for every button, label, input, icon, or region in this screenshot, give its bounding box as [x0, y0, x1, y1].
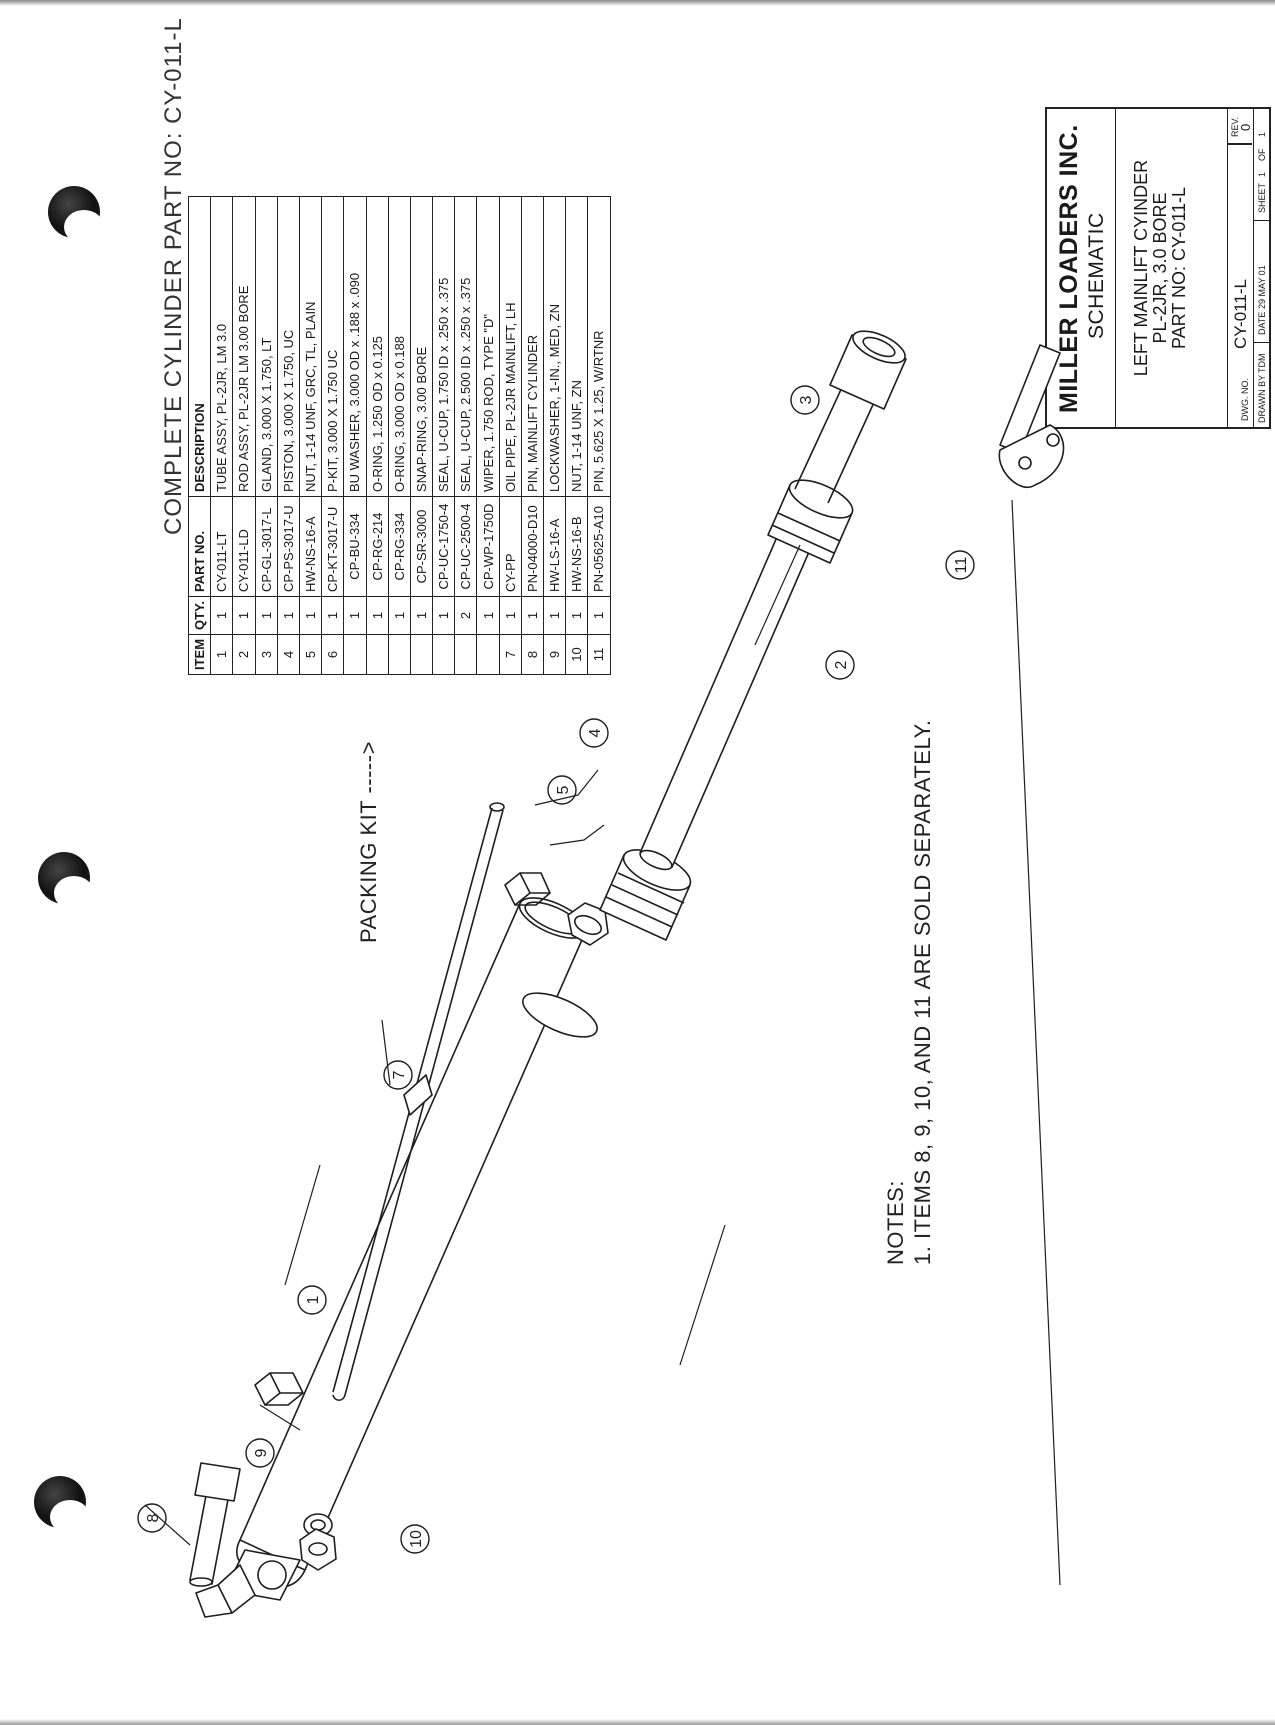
scan-edge-top [0, 0, 1275, 6]
mainlift-pin [189, 1462, 241, 1587]
svg-text:3: 3 [798, 395, 815, 404]
oil-pipe [332, 802, 505, 1402]
piston [599, 849, 692, 941]
base-clevis [195, 1549, 301, 1618]
piston-nut [567, 902, 609, 946]
balloon-item-3: 3 [790, 385, 820, 415]
rod-end-port-fitting [504, 872, 551, 906]
svg-text:9: 9 [253, 1448, 270, 1457]
cap-ring [522, 992, 598, 1038]
balloon-item-5: 5 [547, 775, 577, 805]
balloon-item-1: 1 [297, 1285, 327, 1315]
balloon-item-9: 9 [245, 1438, 275, 1468]
leader-lines [144, 499, 1061, 1586]
balloon-item-4: 4 [579, 718, 609, 748]
svg-text:11: 11 [953, 557, 970, 574]
hex-nut [299, 1528, 337, 1571]
svg-text:8: 8 [145, 1513, 162, 1522]
punch-hole-icon [48, 186, 104, 244]
balloon-item-2: 2 [825, 650, 855, 680]
balloon-item-10: 10 [400, 1524, 430, 1554]
punch-hole-icon [34, 1476, 90, 1534]
svg-text:2: 2 [833, 660, 850, 669]
svg-text:4: 4 [587, 728, 604, 737]
svg-text:1: 1 [305, 1295, 322, 1304]
svg-text:10: 10 [408, 1530, 425, 1548]
rod-eye [794, 330, 907, 504]
base-port-fitting [254, 1372, 304, 1406]
svg-text:7: 7 [391, 1070, 408, 1079]
svg-text:5: 5 [555, 785, 572, 794]
balloon-item-8: 8 [137, 1503, 167, 1533]
scan-edge-bottom [0, 1719, 1275, 1725]
balloon-item-11: 11 [945, 550, 975, 580]
balloon-item-7: 7 [383, 1060, 413, 1090]
gland [767, 479, 854, 564]
punch-hole-icon [38, 852, 94, 910]
retained-pin [998, 344, 1065, 488]
